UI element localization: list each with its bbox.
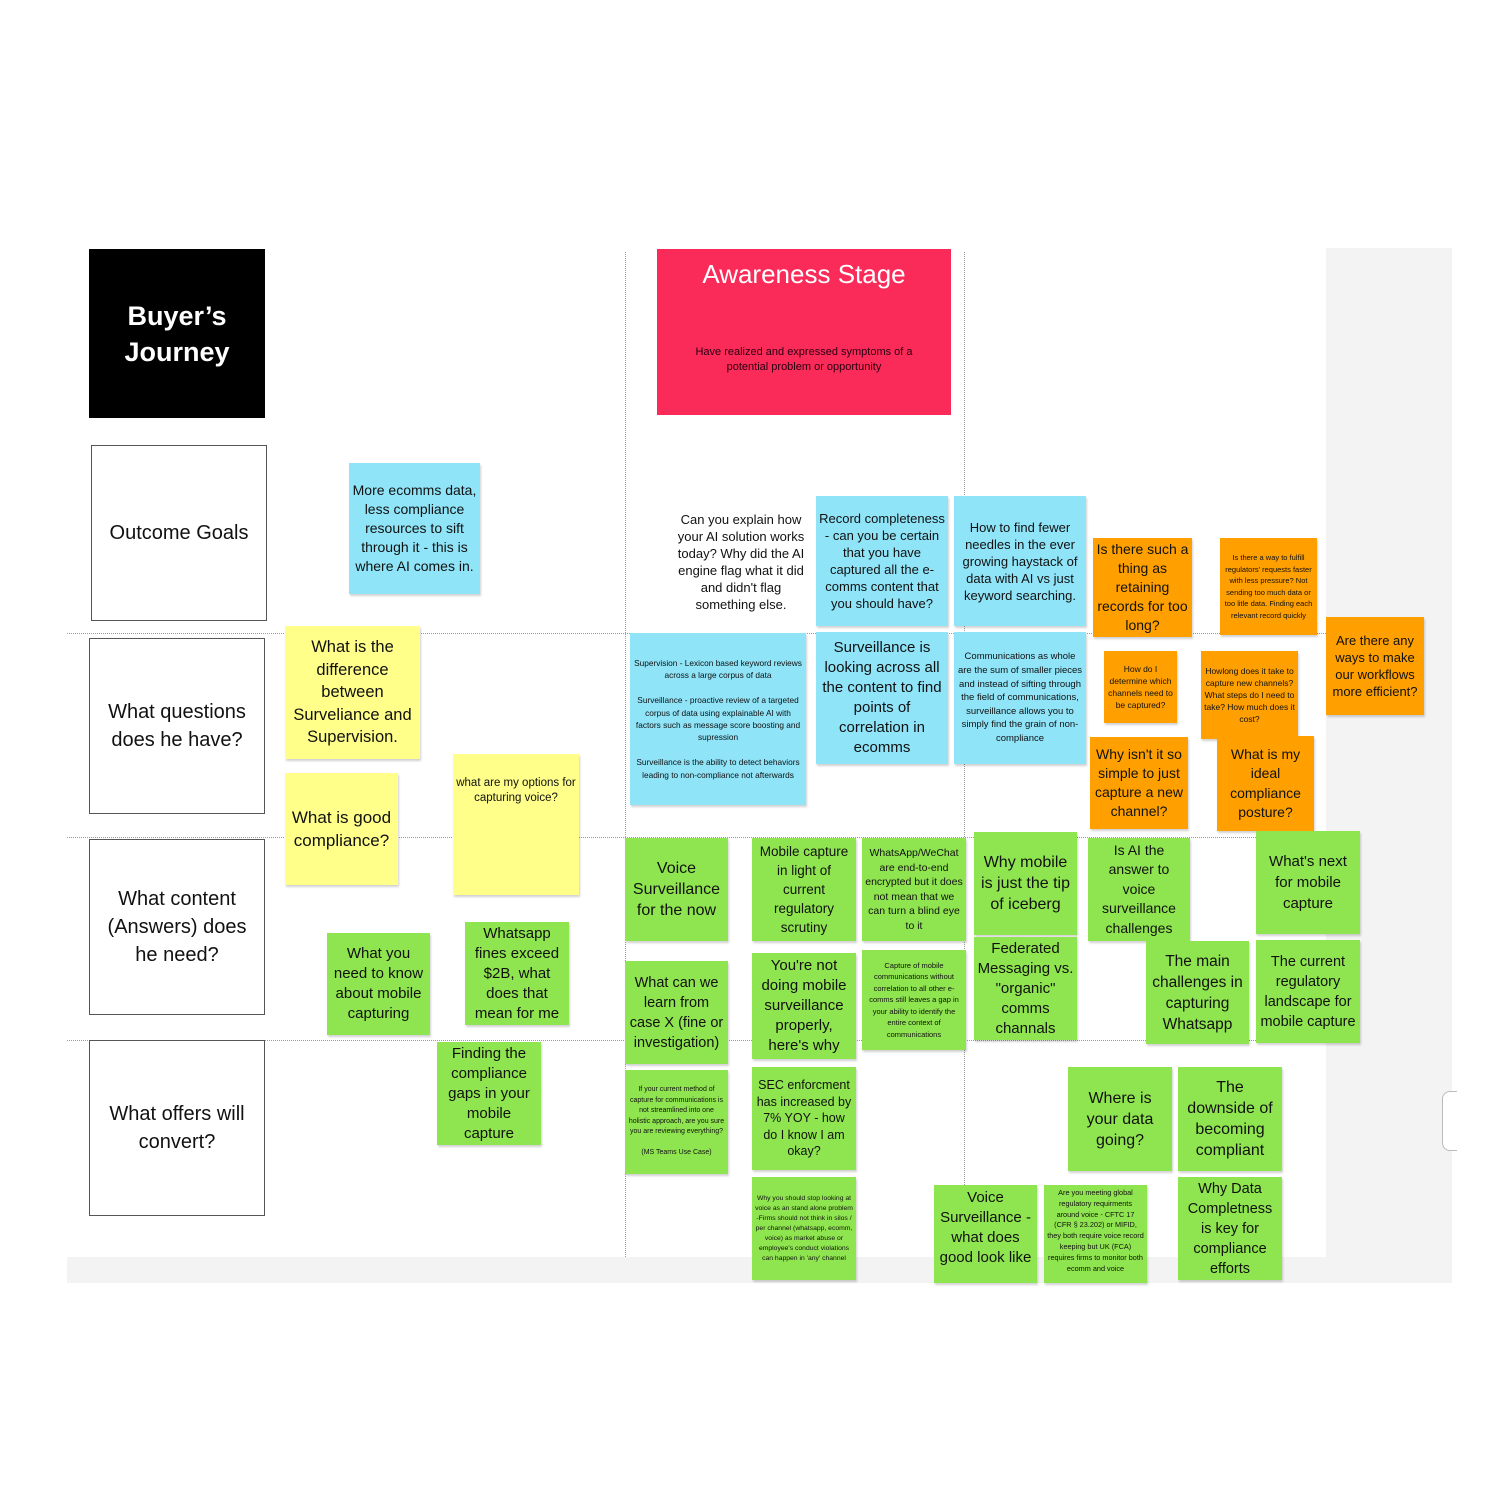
row-label-content[interactable]: What content (Answers) does he need? <box>89 839 265 1015</box>
sticky-note[interactable]: Howlong does it take to capture new chan… <box>1201 651 1298 739</box>
sticky-note[interactable]: What is good compliance? <box>285 773 398 885</box>
row-label-text: What questions does he have? <box>108 701 246 751</box>
sticky-note-text: Howlong does it take to capture new chan… <box>1204 666 1295 724</box>
sticky-note-text: Why mobile is just the tip of iceberg <box>981 854 1070 913</box>
sticky-note[interactable]: Voice Surveillance for the now <box>625 838 728 941</box>
sticky-note-text: Voice Surveillance - what does good look… <box>939 1189 1032 1266</box>
sticky-note[interactable]: Are there any ways to make our workflows… <box>1326 617 1424 715</box>
row-label-outcome-goals[interactable]: Outcome Goals <box>91 445 267 621</box>
sticky-note-text: Mobile capture in light of current regul… <box>759 844 849 935</box>
row-label-text: What content (Answers) does he need? <box>107 888 247 966</box>
sticky-note[interactable]: Whatsapp fines exceed $2B, what does tha… <box>465 922 569 1025</box>
sticky-note-text: Is there a way to fulfill regulators' re… <box>1224 553 1313 620</box>
sticky-note[interactable]: The current regulatory landscape for mob… <box>1256 940 1360 1043</box>
sticky-note-text: Why you should stop looking at voice as … <box>755 1194 853 1262</box>
row-label-offers[interactable]: What offers will convert? <box>89 1040 265 1216</box>
sticky-note[interactable]: Record completeness - can you be certain… <box>816 496 948 626</box>
sticky-note-text: What you need to know about mobile captu… <box>333 945 424 1022</box>
sticky-note-text: SEC enforcment has increased by 7% YOY -… <box>756 1078 852 1159</box>
awareness-stage-card[interactable]: Awareness Stage Have realized and expres… <box>657 249 951 415</box>
sticky-note[interactable]: Finding the compliance gaps in your mobi… <box>437 1042 541 1145</box>
journey-title-card[interactable]: Buyer’s Journey <box>89 249 265 418</box>
side-panel-handle[interactable] <box>1442 1091 1457 1151</box>
sticky-note[interactable]: Supervision - Lexicon based keyword revi… <box>630 633 806 805</box>
row-divider <box>67 837 1326 838</box>
sticky-note[interactable]: Why you should stop looking at voice as … <box>752 1177 856 1280</box>
sticky-note-text: What's next for mobile capture <box>1269 853 1347 912</box>
text-note[interactable]: Can you explain how your AI solution wor… <box>673 499 809 624</box>
sticky-note-text: What is good compliance? <box>291 808 392 850</box>
sticky-note-text: More ecomms data, less compliance resour… <box>352 482 477 574</box>
sticky-note-text: The current regulatory landscape for mob… <box>1260 953 1356 1030</box>
sticky-note[interactable]: Where is your data going? <box>1068 1067 1172 1171</box>
sticky-note[interactable]: The downside of becoming compliant <box>1178 1067 1282 1171</box>
sticky-note[interactable]: Federated Messaging vs. "organic" comms … <box>974 937 1077 1040</box>
sticky-note-text: How to find fewer needles in the ever gr… <box>962 519 1078 603</box>
sticky-note-text: WhatsApp/WeChat are end-to-end encrypted… <box>865 847 963 932</box>
sticky-note-text: What can we learn from case X (fine or i… <box>629 974 724 1051</box>
sticky-note-text: If your current method of capture for co… <box>628 1086 725 1157</box>
row-label-questions[interactable]: What questions does he have? <box>89 638 265 814</box>
sticky-note[interactable]: How do I determine which channels need t… <box>1104 651 1177 723</box>
sticky-note-text: You're not doing mobile surveillance pro… <box>761 957 847 1054</box>
sticky-note[interactable]: The main challenges in capturing Whatsap… <box>1146 941 1249 1044</box>
column-divider <box>625 252 626 1257</box>
sticky-note-text: Supervision - Lexicon based keyword revi… <box>634 657 802 780</box>
sticky-note[interactable]: Is AI the answer to voice surveillance c… <box>1088 838 1190 941</box>
sticky-note-text: How do I determine which channels need t… <box>1108 664 1173 710</box>
sticky-note[interactable]: Voice Surveillance - what does good look… <box>934 1185 1037 1283</box>
sticky-note-text: Are you meeting global regulatory requir… <box>1047 1188 1144 1273</box>
sticky-note-text: Capture of mobile communications without… <box>869 960 959 1039</box>
sticky-note[interactable]: Mobile capture in light of current regul… <box>752 838 856 941</box>
row-label-text: What offers will convert? <box>109 1103 245 1153</box>
journey-title: Buyer’s Journey <box>124 300 230 367</box>
row-label-text: Outcome Goals <box>109 522 249 544</box>
sticky-note[interactable]: Why isn't it so simple to just capture a… <box>1090 737 1188 829</box>
sticky-note[interactable]: What's next for mobile capture <box>1256 831 1360 934</box>
sticky-note-text: Can you explain how your AI solution wor… <box>677 511 805 612</box>
sticky-note[interactable]: Surveillance is looking across all the c… <box>816 632 948 764</box>
sticky-note-text: Where is your data going? <box>1086 1089 1154 1149</box>
sticky-note[interactable]: More ecomms data, less compliance resour… <box>349 463 480 594</box>
sticky-note-text: Surveillance is looking across all the c… <box>822 639 942 756</box>
sticky-note[interactable]: How to find fewer needles in the ever gr… <box>954 496 1086 626</box>
sticky-note-text: Is there such a thing as retaining recor… <box>1096 541 1189 633</box>
sticky-note[interactable]: What can we learn from case X (fine or i… <box>625 961 728 1064</box>
sticky-note-text: Are there any ways to make our workflows… <box>1332 633 1418 699</box>
stage-title: Awareness Stage <box>702 259 906 289</box>
sticky-note[interactable]: Is there a way to fulfill regulators' re… <box>1220 538 1317 635</box>
sticky-note[interactable]: Are you meeting global regulatory requir… <box>1044 1185 1147 1283</box>
sticky-note-text: Record completeness - can you be certain… <box>819 511 945 611</box>
sticky-note-text: Is AI the answer to voice surveillance c… <box>1102 841 1176 936</box>
sticky-note-text: what are my options for capturing voice? <box>456 777 576 804</box>
canvas-margin <box>1326 248 1452 1283</box>
sticky-note[interactable]: WhatsApp/WeChat are end-to-end encrypted… <box>862 838 966 941</box>
sticky-note-text: What is the difference between Survelian… <box>293 638 412 747</box>
sticky-note[interactable]: You're not doing mobile surveillance pro… <box>752 953 856 1059</box>
sticky-note[interactable]: What you need to know about mobile captu… <box>327 933 430 1035</box>
sticky-note[interactable]: Communications as whole are the sum of s… <box>954 632 1086 764</box>
sticky-note-text: Voice Surveillance for the now <box>632 860 721 919</box>
stage-subtitle: Have realized and expressed symptoms of … <box>695 346 913 373</box>
sticky-note-text: Why Data Completness is key for complian… <box>1187 1180 1273 1277</box>
sticky-note-text: Finding the compliance gaps in your mobi… <box>448 1044 530 1142</box>
sticky-note-text: Federated Messaging vs. "organic" comms … <box>977 939 1074 1037</box>
sticky-note[interactable]: Why mobile is just the tip of iceberg <box>974 832 1077 935</box>
sticky-note-text: The downside of becoming compliant <box>1187 1079 1273 1159</box>
sticky-note[interactable]: what are my options for capturing voice? <box>453 754 579 895</box>
sticky-note[interactable]: If your current method of capture for co… <box>625 1070 728 1174</box>
sticky-note[interactable]: What is the difference between Survelian… <box>285 626 420 759</box>
sticky-note-text: The main challenges in capturing Whatsap… <box>1152 952 1243 1033</box>
sticky-note-text: Why isn't it so simple to just capture a… <box>1095 746 1183 819</box>
sticky-note[interactable]: Capture of mobile communications without… <box>862 950 966 1050</box>
sticky-note-text: Communications as whole are the sum of s… <box>957 651 1083 744</box>
sticky-note[interactable]: Why Data Completness is key for complian… <box>1178 1177 1282 1280</box>
sticky-note[interactable]: What is my ideal compliance posture? <box>1217 736 1314 831</box>
sticky-note[interactable]: Is there such a thing as retaining recor… <box>1093 538 1192 637</box>
sticky-note[interactable]: SEC enforcment has increased by 7% YOY -… <box>752 1067 856 1170</box>
sticky-note-text: Whatsapp fines exceed $2B, what does tha… <box>474 924 560 1022</box>
sticky-note-text: What is my ideal compliance posture? <box>1230 745 1301 821</box>
